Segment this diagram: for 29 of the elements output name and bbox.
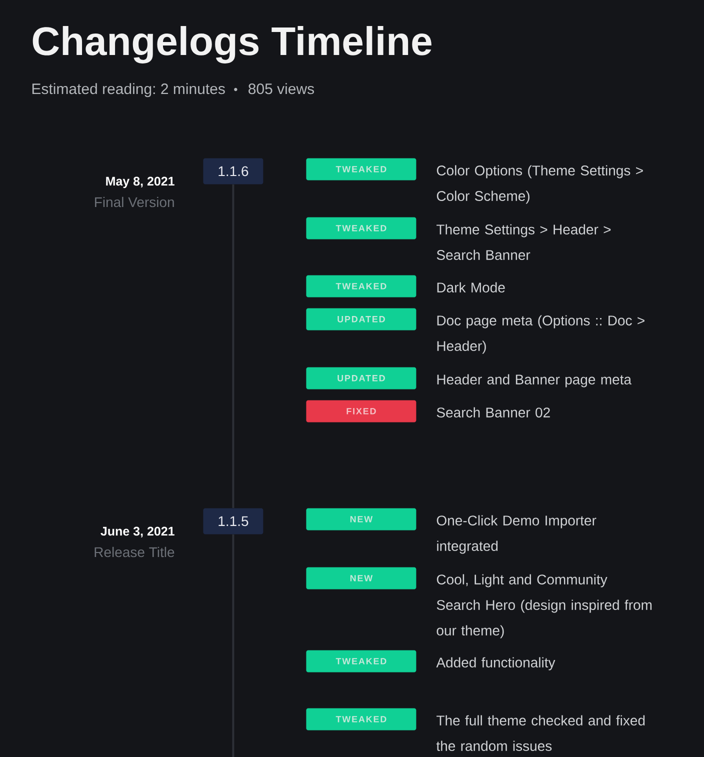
change-description: Theme Settings > Header > Search Banner [436, 224, 611, 260]
release-title: Final Version [95, 196, 174, 208]
status-badge: FIXED [306, 400, 416, 422]
status-badge: NEW [306, 508, 416, 530]
version-badge: 1.1.5 [203, 508, 264, 534]
status-badge: TWEAKED [306, 650, 416, 672]
status-badge: NEW [306, 567, 416, 590]
change-description: One-Click Demo Importer integrated [436, 515, 596, 554]
status-badge: TWEAKED [306, 708, 416, 730]
change-description: Search Banner 02 [436, 407, 550, 418]
change-description: Header and Banner page meta [437, 374, 632, 388]
change-description: Added functionality [436, 657, 556, 670]
date-text: June 3, 2021 [100, 526, 174, 538]
change-description: Dark Mode [437, 282, 505, 292]
status-badge: UPDATED [306, 367, 416, 390]
change-description: The full theme checked and fixed the random issues [436, 715, 645, 751]
page-title: Changelogs Timeline [32, 26, 432, 64]
change-description: Cool, Light and Community Search Hero (design inspired from our theme) [436, 574, 652, 638]
date-text: May 8, 2021 [106, 176, 174, 188]
reading-time: Estimated reading: 2 minutes [32, 83, 225, 98]
change-description: Color Options (Theme Settings > Color Scheme) [436, 165, 643, 204]
status-badge: UPDATED [306, 308, 416, 330]
status-badge: TWEAKED [306, 158, 416, 180]
version-badge: 1.1.6 [203, 158, 264, 184]
status-badge: TWEAKED [306, 275, 416, 298]
view-count: 805 views [248, 83, 314, 94]
status-badge: TWEAKED [306, 217, 416, 240]
release-title: Release Title [94, 546, 174, 558]
change-description: Doc page meta (Options :: Doc > Header) [437, 315, 644, 354]
